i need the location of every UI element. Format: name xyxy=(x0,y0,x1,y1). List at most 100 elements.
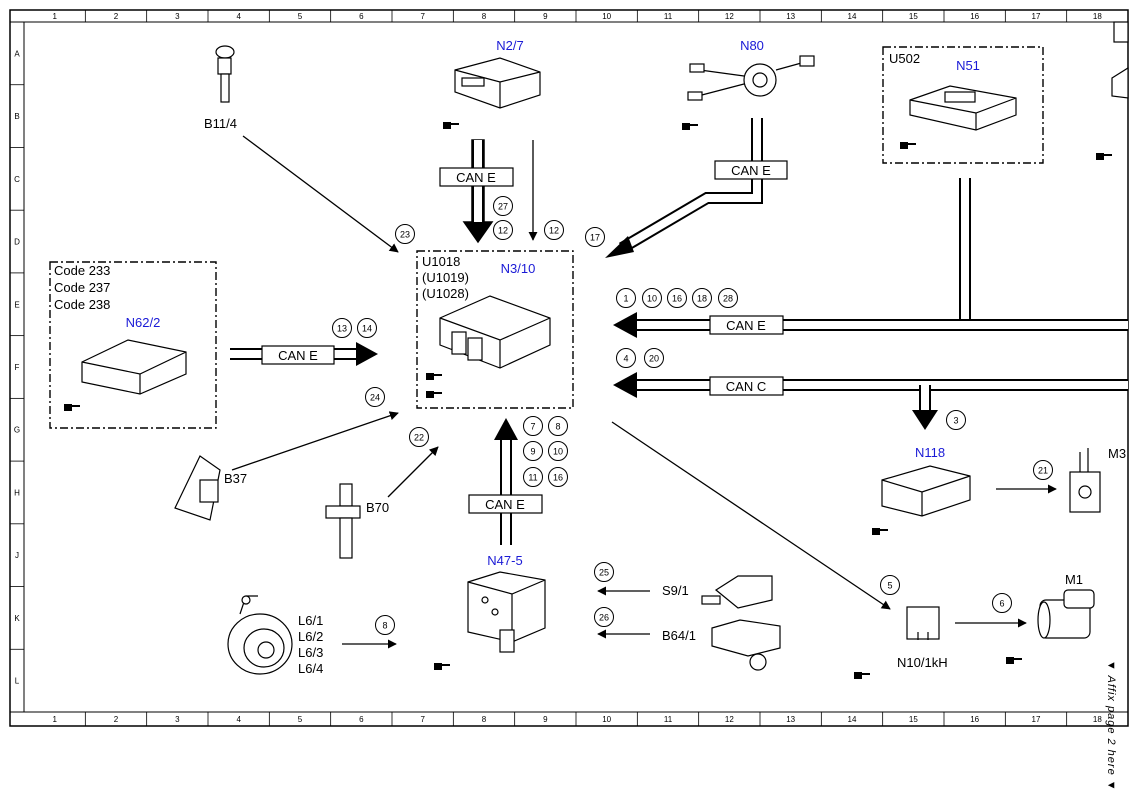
grid-col-label-2-top: 2 xyxy=(114,12,119,21)
b11-4-arrow xyxy=(242,135,399,253)
grid-col-label-4-bottom: 4 xyxy=(236,715,241,724)
callout-16b-circle xyxy=(548,467,568,487)
grid-col-label-18-bottom: 18 xyxy=(1093,715,1102,724)
callout-21: 21 xyxy=(1038,466,1048,476)
m3-label: M3 xyxy=(1108,446,1126,461)
can-e-left-label-box xyxy=(261,345,335,365)
grid-row-label-E: E xyxy=(14,300,19,309)
callout-22-circle xyxy=(409,427,429,447)
callout-20-circle xyxy=(644,348,664,368)
callout-3: 3 xyxy=(953,416,958,426)
callout-18-circle xyxy=(692,288,712,308)
callout-3-circle xyxy=(946,410,966,430)
n47-5-unit-icon xyxy=(467,571,546,653)
callout-8a: 8 xyxy=(555,422,560,432)
grid-col-label-18-top: 18 xyxy=(1093,12,1102,21)
b11-4-sensor-icon xyxy=(215,45,235,103)
callout-9: 9 xyxy=(530,447,535,457)
n62-2-code-3: Code 238 xyxy=(54,297,110,312)
grid-col-label-12-bottom: 12 xyxy=(725,715,734,724)
can-e-bus-n80 xyxy=(605,118,763,258)
grid-col-label-2-bottom: 2 xyxy=(114,715,119,724)
callout-1-circle xyxy=(616,288,636,308)
n62-2-enclosure xyxy=(49,261,217,429)
grid-col-label-9-top: 9 xyxy=(543,12,548,21)
can-e-right-label-box xyxy=(709,315,784,335)
grid-row-label-C: C xyxy=(14,175,20,184)
callout-27-circle xyxy=(493,196,513,216)
n10-1kh-label: N10/1kH xyxy=(897,655,948,670)
grid-col-label-11-bottom: 11 xyxy=(664,715,673,724)
callout-7: 7 xyxy=(530,422,535,432)
grid-col-label-3-top: 3 xyxy=(175,12,180,21)
n51-module-icon xyxy=(909,85,1017,131)
n3-10-code-3: (U1028) xyxy=(422,286,469,301)
callout-12a-circle xyxy=(493,220,513,240)
callout-26: 26 xyxy=(599,613,609,623)
grid-col-label-5-top: 5 xyxy=(298,12,303,21)
callout-4-circle xyxy=(616,348,636,368)
n51-enclosure xyxy=(882,46,1044,164)
b64-1-sensor-icon xyxy=(711,619,781,671)
callout-16a-circle xyxy=(667,288,687,308)
callout-6: 6 xyxy=(999,599,1004,609)
can-e-top-label-box xyxy=(439,167,514,187)
n118-label: N118 xyxy=(915,445,945,460)
grid-row-label-A: A xyxy=(14,49,20,58)
l6-1-label: L6/1 xyxy=(298,613,323,628)
grid-col-label-8-top: 8 xyxy=(482,12,487,21)
reference-hand-icon xyxy=(434,663,450,670)
grid-row-label-H: H xyxy=(14,488,20,497)
grid-row-label-J: J xyxy=(15,551,19,560)
grid-col-label-8-bottom: 8 xyxy=(482,715,487,724)
reference-hand-icon xyxy=(900,142,916,149)
grid-col-label-15-bottom: 15 xyxy=(909,715,918,724)
n80-label: N80 xyxy=(740,38,764,53)
can-e-left-label: CAN E xyxy=(278,348,318,363)
callout-16a: 16 xyxy=(672,294,682,304)
grid-col-label-1-top: 1 xyxy=(52,12,57,21)
grid-row-label-G: G xyxy=(14,426,20,435)
n62-2-label: N62/2 xyxy=(126,315,161,330)
callout-23-circle xyxy=(395,224,415,244)
grid-row-label-L: L xyxy=(15,677,20,686)
can-e-bottom-label: CAN E xyxy=(485,497,525,512)
callout-12b-circle xyxy=(544,220,564,240)
grid-col-label-5-bottom: 5 xyxy=(298,715,303,724)
l6-3-label: L6/3 xyxy=(298,645,323,660)
callout-25: 25 xyxy=(599,568,609,578)
callout-8b-circle xyxy=(375,615,395,635)
grid-col-label-13-bottom: 13 xyxy=(786,715,795,724)
b64-1-label: B64/1 xyxy=(662,628,696,643)
n62-2-code-2: Code 237 xyxy=(54,280,110,295)
reference-hand-icon xyxy=(1006,657,1022,664)
callout-17-circle xyxy=(585,227,605,247)
s9-1-label: S9/1 xyxy=(662,583,689,598)
right-edge-partial-icon xyxy=(1111,21,1129,99)
grid-col-label-1-bottom: 1 xyxy=(52,715,57,724)
grid-col-label-9-bottom: 9 xyxy=(543,715,548,724)
grid-col-label-14-bottom: 14 xyxy=(848,715,857,724)
callout-13: 13 xyxy=(337,324,347,334)
callout-12b: 12 xyxy=(549,226,559,236)
callout-21-circle xyxy=(1033,460,1053,480)
grid-col-label-14-top: 14 xyxy=(848,12,857,21)
b37-label: B37 xyxy=(224,471,247,486)
grid-row-label-F: F xyxy=(15,363,20,372)
n118-module-icon xyxy=(881,465,971,517)
reference-hand-icon xyxy=(1096,153,1112,160)
reference-hand-icons xyxy=(64,122,1112,679)
can-e-top-label: CAN E xyxy=(456,170,496,185)
callout-25-circle xyxy=(594,562,614,582)
can-c-bus-right xyxy=(613,372,1128,430)
reference-hand-icon xyxy=(426,373,442,380)
u502-label: U502 xyxy=(889,51,920,66)
callout-6-circle xyxy=(992,593,1012,613)
callout-10b: 10 xyxy=(553,447,563,457)
n2-7-module-icon xyxy=(454,57,541,109)
n62-2-code-1: Code 233 xyxy=(54,263,110,278)
callout-7-circle xyxy=(523,416,543,436)
callout-14-circle xyxy=(357,318,377,338)
n3-10-enclosure xyxy=(416,250,574,409)
